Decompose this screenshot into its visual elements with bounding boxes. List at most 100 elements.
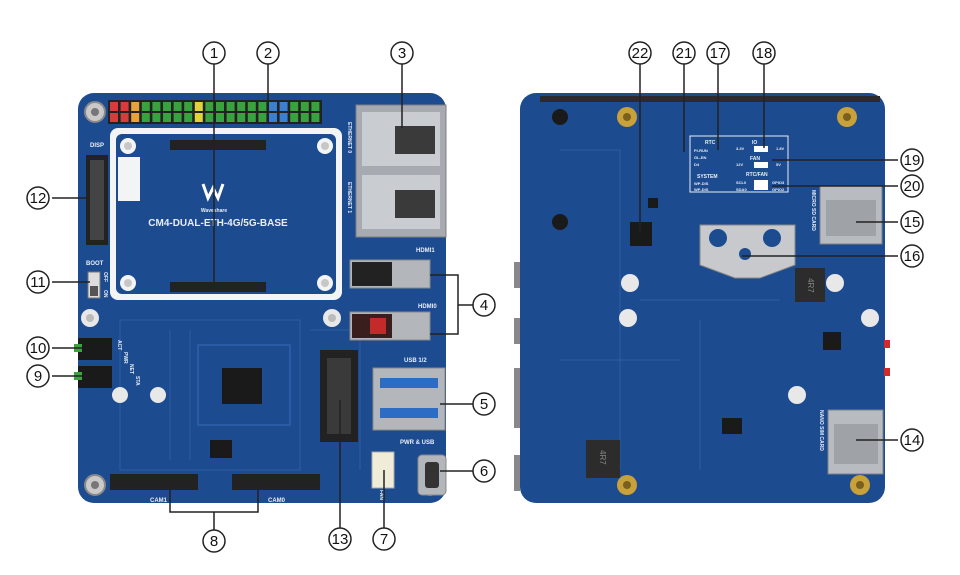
callout-5: 5 <box>472 392 496 416</box>
boot-label: BOOT <box>86 261 104 267</box>
callout-1: 1 <box>202 41 226 65</box>
rtc-pin-0: PI-RUN <box>694 148 708 153</box>
callout-lines <box>52 64 898 530</box>
callout-19: 19 <box>900 148 924 172</box>
callout-circle <box>256 41 280 65</box>
rtc-pin-1: GL-EN <box>694 155 707 160</box>
gpio-pin <box>300 113 309 122</box>
callout-6: 6 <box>472 459 496 483</box>
gpio-pin <box>290 113 299 122</box>
callout-circle <box>900 148 924 172</box>
nanosim-label: NANO SIM CARD <box>818 410 824 451</box>
gpio-pin <box>269 113 277 122</box>
inductor-top-text: 4R7 <box>806 278 815 293</box>
eth0-label: ETHERNET 0 <box>346 122 352 153</box>
inductor-bottom-text: 4R7 <box>598 450 607 465</box>
cm4-connector-top <box>170 140 266 150</box>
callout-20: 20 <box>900 174 924 198</box>
callout-circle <box>202 41 226 65</box>
gpio-pin <box>311 102 320 111</box>
system-pin-1: WP-DIS <box>694 187 709 192</box>
gpio-pin <box>163 113 171 122</box>
disp-connector: DISP <box>86 143 108 245</box>
ethernet-port: ETHERNET 0 ETHERNET 1 <box>346 104 447 238</box>
gpio-pin <box>226 102 235 111</box>
cm4-connector-bottom <box>170 282 266 292</box>
callout-number: 6 <box>480 463 488 480</box>
callout-number: 15 <box>904 214 921 231</box>
front-board: Waveshare CM4-DUAL-ETH-4G/5G-BASE ETHERN… <box>74 93 447 504</box>
gpio-pin <box>120 113 129 122</box>
callout-number: 13 <box>332 531 349 548</box>
callout-circle <box>472 293 496 317</box>
usb-label: USB 1/2 <box>404 358 427 364</box>
io-label: IO <box>752 140 757 146</box>
callout-number: 21 <box>676 45 693 62</box>
callout-number: 4 <box>480 297 488 314</box>
callout-number: 11 <box>30 274 46 291</box>
callout-number: 3 <box>398 45 406 62</box>
gpio-pin <box>205 113 214 122</box>
callout-9: 9 <box>26 364 50 388</box>
callout-number: 10 <box>30 340 47 357</box>
callout-number: 8 <box>210 533 218 550</box>
io-volt-1: 1.8V <box>776 146 785 151</box>
red-led <box>884 340 890 348</box>
gpio-pin <box>163 102 171 111</box>
fan-label: FAN <box>378 490 384 500</box>
gpio-pin <box>131 102 140 111</box>
back-fan-label: FAN <box>750 156 760 162</box>
gpio-pin <box>152 102 161 111</box>
gpio-pin <box>216 102 224 111</box>
jumper-labels: RTC PI-RUN GL-EN D4 SYSTEM WP-DIS WP-DIS… <box>689 135 789 193</box>
gpio-pin <box>141 102 150 111</box>
callout-circle <box>26 364 50 388</box>
microsd-slot: MICRO SD CARD <box>810 185 883 245</box>
callout-number: 7 <box>380 531 388 548</box>
cam0-label: CAM0 <box>268 498 286 504</box>
edge-port <box>514 262 520 288</box>
callout-10: 10 <box>26 336 50 360</box>
system-label: SYSTEM <box>697 174 718 180</box>
gpio-pin <box>237 113 246 122</box>
waveshare-logo <box>201 183 225 202</box>
regulator-chip <box>823 332 841 350</box>
gpio-pin <box>258 102 267 111</box>
callout-21: 21 <box>672 41 696 65</box>
rtc-label: RTC <box>705 140 716 146</box>
callout-circle <box>752 41 776 65</box>
gpio-pin <box>184 113 193 122</box>
callout-15: 15 <box>900 210 924 234</box>
hdmi0-label: HDMI0 <box>418 304 437 310</box>
fan-header: FAN <box>371 451 395 500</box>
small-chip <box>648 198 658 208</box>
gpio-pin <box>237 102 246 111</box>
callout-number: 17 <box>710 45 727 62</box>
callout-circle <box>390 41 414 65</box>
gpio-header <box>108 100 322 124</box>
rtcfan-pin-1: SDA0 <box>736 187 747 192</box>
gpio-pin <box>131 113 140 122</box>
callout-17: 17 <box>706 41 730 65</box>
nanosim-slot: NANO SIM CARD <box>818 409 884 475</box>
rtc-battery-holder <box>699 224 796 279</box>
rtcfan-label: RTC/FAN <box>746 172 768 178</box>
io-volt-0: 3.3V <box>736 146 745 151</box>
gpio-pin <box>152 113 161 122</box>
callout-7: 7 <box>372 527 396 551</box>
callout-14: 14 <box>900 428 924 452</box>
gpio-pin <box>110 113 118 122</box>
board-model-text: CM4-DUAL-ETH-4G/5G-BASE <box>148 218 288 229</box>
hdmi1-label: HDMI1 <box>416 248 435 254</box>
callout-18: 18 <box>752 41 776 65</box>
callout-number: 20 <box>904 178 921 195</box>
callout-circle <box>900 210 924 234</box>
gpio-pin <box>311 113 320 122</box>
callout-number: 1 <box>210 45 218 62</box>
edge-port <box>514 455 520 491</box>
red-led <box>884 368 890 376</box>
gpio-pin <box>184 102 193 111</box>
gpio-pin <box>226 113 235 122</box>
gpio-pin <box>205 102 214 111</box>
